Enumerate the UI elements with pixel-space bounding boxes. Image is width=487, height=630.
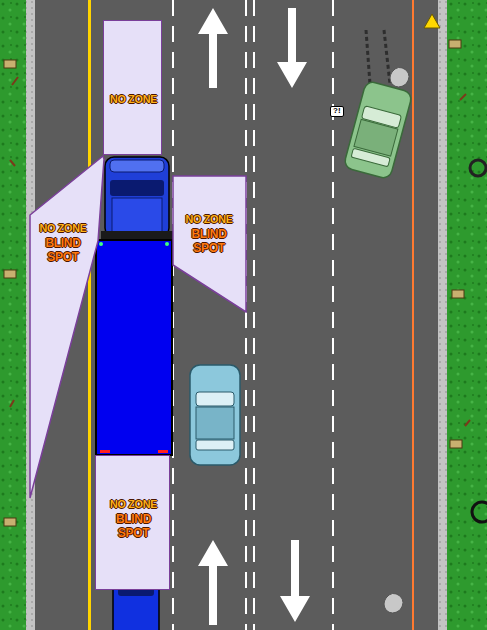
yellow-line [88,0,91,630]
no-zone-area: NO ZONE [103,20,162,155]
zone-subheading: BLIND SPOT [191,228,226,256]
up-arrow [198,540,228,625]
up-arrow [198,8,228,88]
lane-line [332,0,334,630]
zone-text: NO ZONE [104,93,163,105]
lane-line [253,0,255,630]
zone-heading: NO ZONE [104,93,163,105]
zone-heading: NO ZONE [96,498,171,510]
zone-heading: NO ZONE [32,222,94,234]
rock [384,593,403,613]
down-arrow [277,8,307,88]
zone-subheading: BLIND SPOT [45,237,80,265]
truck [96,157,173,455]
grass-right [447,0,487,630]
lane-line [245,0,247,630]
skid-marks [366,30,390,84]
zone-text: NO ZONE BLIND SPOT [96,498,171,541]
zone-subheading: BLIND SPOT [116,513,151,541]
zone-heading: NO ZONE [172,213,246,225]
blue-car [190,365,240,465]
edge-line [412,0,414,630]
no-zone-area: NO ZONE BLIND SPOT [28,155,106,500]
no-zone-area: NO ZONE BLIND SPOT [95,455,170,590]
grass-left [0,0,26,630]
zone-outline [28,155,106,500]
zone-shape [30,156,104,498]
no-zone-area: NO ZONE BLIND SPOT [172,175,247,313]
rock [390,67,409,87]
zone-text: NO ZONE BLIND SPOT [172,213,246,256]
green-car [343,80,413,179]
zone-text: NO ZONE BLIND SPOT [32,222,94,265]
road [35,0,438,630]
curb-right [438,0,447,630]
roadside-objects [4,14,487,526]
speech-bubble: ?! [330,106,344,117]
zone-shape [173,176,246,312]
down-arrow [280,540,310,622]
